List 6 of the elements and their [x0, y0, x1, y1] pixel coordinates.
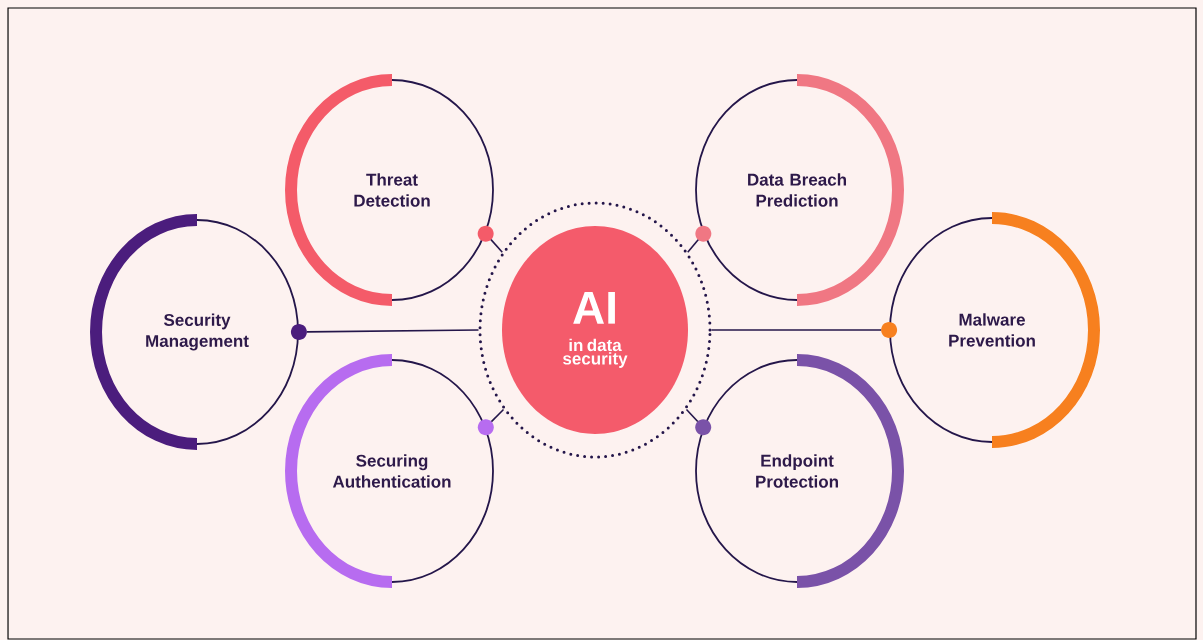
connector-line [685, 408, 699, 423]
connector-line [686, 239, 699, 253]
connector-line [490, 238, 504, 253]
connector-line [306, 329, 480, 333]
connector-line [710, 329, 882, 331]
connector-line [490, 408, 505, 423]
